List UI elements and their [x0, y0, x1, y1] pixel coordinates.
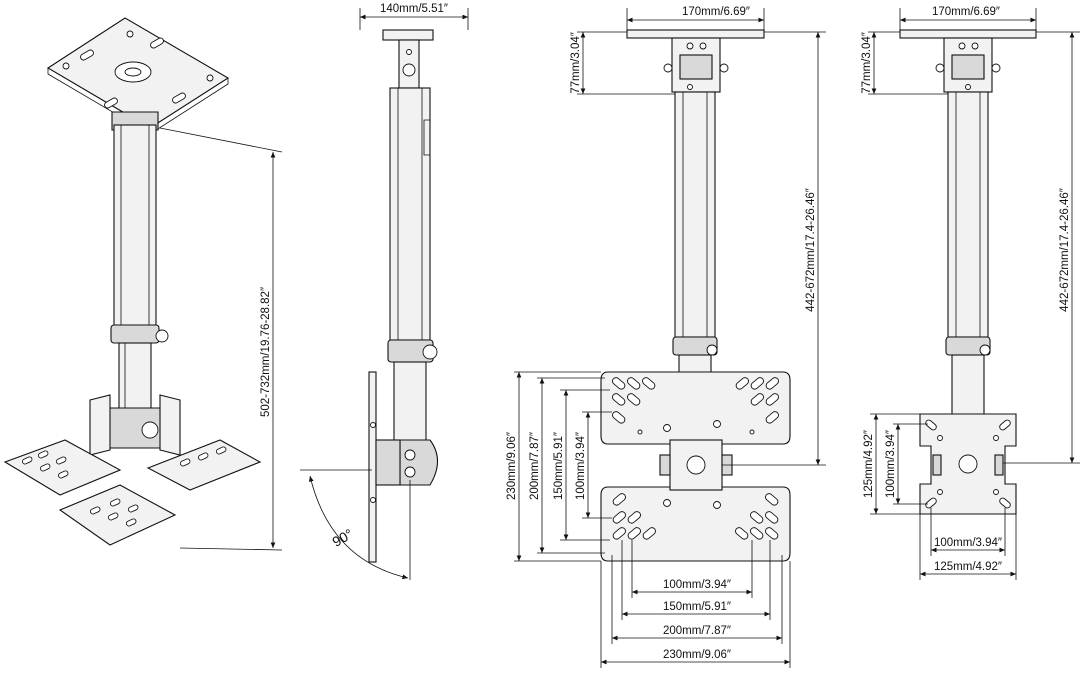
view4-horizontal-125: 125mm/4.92″	[934, 561, 1002, 573]
side-ceiling-plate	[382, 29, 434, 41]
view3-horizontal-150: 150mm/5.91″	[663, 601, 731, 613]
angle-arc	[308, 475, 409, 580]
view4-horizontal-100: 100mm/3.94″	[934, 537, 1002, 549]
view3-horizontal-100: 100mm/3.94″	[663, 579, 731, 591]
front-view-small: 170mm/6.69″ 77mm/3.04″	[861, 6, 1080, 580]
large-ceiling-plate	[626, 29, 765, 39]
view1-height-label: 502-732mm/19.76-28.82″	[260, 287, 272, 417]
view3-horizontal-230: 230mm/9.06″	[663, 649, 731, 661]
view4-vertical-100: 100mm/3.94″	[885, 430, 897, 498]
upper-tube	[113, 124, 157, 336]
view2-angle-label: 90°	[329, 525, 355, 549]
small-tube	[947, 91, 989, 338]
view3-top-width-label: 170mm/6.69″	[682, 6, 750, 18]
isometric-view: 502-732mm/19.76-28.82″	[3, 17, 283, 551]
view3-vertical-230: 230mm/9.06″	[506, 432, 518, 500]
large-upper-plate	[600, 371, 791, 445]
view4-height-label: 442-672mm/17.4-26.46″	[1059, 188, 1071, 312]
view3-horizontal-200: 200mm/7.87″	[663, 625, 731, 637]
front-view-large: 170mm/6.69″ 77mm/3.04″	[506, 6, 826, 668]
view3-vertical-200: 200mm/7.87″	[529, 432, 541, 500]
view4-vertical-125: 125mm/4.92″	[863, 430, 875, 498]
left-bracket-plate	[3, 439, 122, 496]
view3-height-label: 442-672mm/17.4-26.46″	[805, 188, 817, 312]
view3-vertical-150: 150mm/5.91″	[553, 432, 565, 500]
view4-top-width-label: 170mm/6.69″	[932, 6, 1000, 18]
large-lower-plate	[600, 486, 791, 562]
small-ceiling-plate	[899, 29, 1037, 39]
view4-top-height-label: 77mm/3.04″	[861, 32, 873, 94]
right-bracket-plate	[146, 439, 262, 491]
side-bracket-plate	[368, 371, 377, 563]
side-view: 140mm/5.51″ 90°	[300, 3, 469, 580]
view2-top-width-label: 140mm/5.51″	[380, 3, 448, 15]
large-tube	[674, 91, 716, 338]
view3-vertical-100: 100mm/3.94″	[575, 432, 587, 500]
lower-tube	[118, 342, 152, 419]
view3-top-height-label: 77mm/3.04″	[570, 32, 582, 94]
